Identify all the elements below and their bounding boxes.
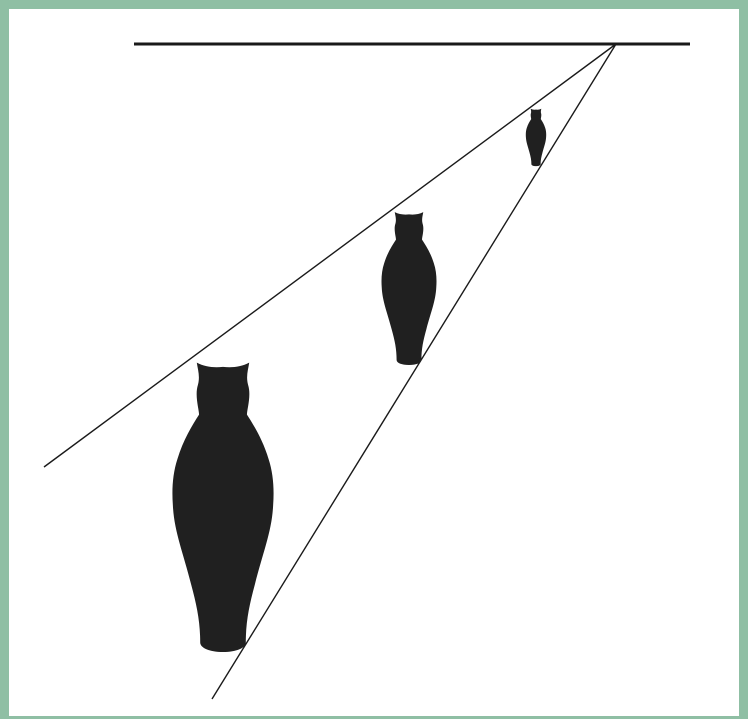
owl-silhouette-large-icon (172, 363, 273, 652)
owl-silhouette-medium-icon (381, 212, 436, 365)
upper-perspective-line (44, 44, 616, 467)
owl-silhouette-small-icon (526, 109, 546, 166)
lower-perspective-line (212, 44, 616, 699)
